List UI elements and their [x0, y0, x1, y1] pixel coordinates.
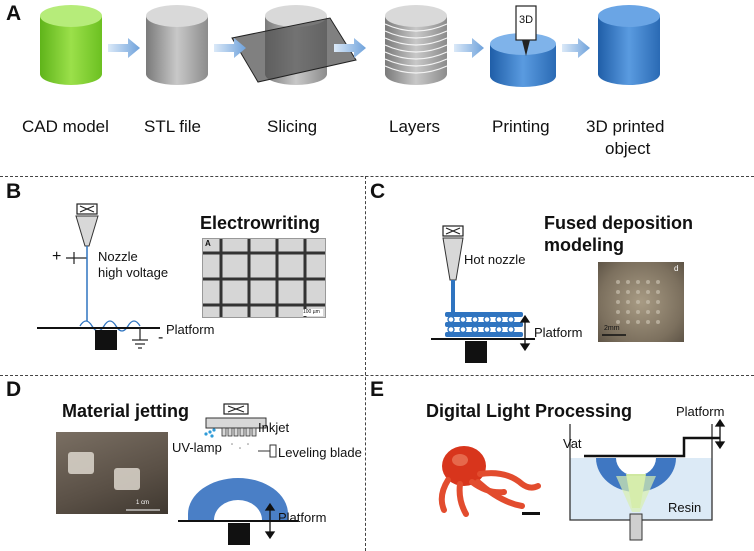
inkjet-head-icon [205, 417, 267, 429]
layers-cylinder [384, 5, 448, 85]
step-label-object: object [605, 139, 651, 158]
minus-sign: - [158, 329, 164, 346]
flow-arrows [108, 38, 590, 58]
panel-e-label: E [370, 378, 385, 401]
panel-a-pipeline [40, 5, 660, 87]
panel-b-label: B [6, 180, 22, 203]
material-jetting-diagram [178, 403, 298, 545]
jetting-photo-scale: 1 cm [136, 500, 150, 506]
panel-c-title-2: modeling [544, 235, 624, 255]
fdm-diagram [431, 225, 535, 363]
step-label-stl: STL file [144, 117, 202, 136]
step-label-layers: Layers [389, 117, 441, 136]
step-label-printing: Printing [492, 117, 550, 136]
uv-lamp-label: UV-lamp [172, 440, 222, 455]
fdm-photo-tag: d [674, 264, 679, 273]
step-label-cad: CAD model [22, 117, 109, 136]
inkjet-holder-icon [223, 403, 249, 415]
hot-nozzle-icon [442, 237, 464, 281]
fdm-scaffold-photo: d 2mm [598, 262, 684, 342]
panel-d-title: Material jetting [62, 401, 190, 421]
electrowriting-diagram [37, 203, 160, 350]
platform-label-d: Platform [278, 510, 327, 525]
panel-d-label: D [6, 378, 22, 401]
panel-a-label: A [6, 2, 22, 25]
slicing-cylinder [231, 5, 357, 85]
cad-model-cylinder [40, 5, 102, 85]
dlp-diagram [569, 418, 726, 541]
nozzle-holder-icon [76, 203, 98, 215]
printed-object-cylinder [598, 5, 660, 85]
octopus-photo [426, 436, 556, 520]
platform-label-c: Platform [534, 325, 583, 340]
hot-nozzle-label: Hot nozzle [464, 252, 526, 267]
panel-c-label: C [370, 180, 386, 203]
divider-middle [0, 375, 754, 376]
step-label-slicing: Slicing [267, 117, 318, 136]
high-voltage-label: high voltage [98, 265, 169, 280]
vat-label: Vat [563, 436, 582, 451]
leveling-blade-label: Leveling blade [278, 445, 362, 460]
printing-cylinder [490, 5, 556, 87]
platform-label-b: Platform [166, 322, 215, 337]
divider-vertical [365, 176, 366, 551]
platform-label-e: Platform [676, 404, 725, 419]
resin-label: Resin [668, 500, 702, 515]
panel-e-title: Digital Light Processing [426, 401, 633, 421]
nozzle-icon [75, 215, 99, 247]
panel-b-title: Electrowriting [200, 213, 321, 233]
micrograph-tag: A [205, 239, 211, 248]
micrograph-scale: 100 µm [303, 309, 320, 315]
panel-c-title-1: Fused deposition [544, 213, 694, 233]
plus-sign: + [52, 248, 62, 265]
fdm-holder-icon [442, 225, 464, 237]
inkjet-label: Inkjet [258, 420, 290, 435]
stl-file-cylinder [146, 5, 208, 85]
nozzle-label: Nozzle [98, 249, 138, 264]
printer-tag: 3D [518, 14, 534, 26]
fdm-photo-scale: 2mm [604, 325, 620, 332]
electrowriting-micrograph: A 100 µm [202, 238, 326, 318]
material-jetting-photo: 1 cm [56, 432, 168, 514]
step-label-printed: 3D printed [586, 117, 665, 136]
divider-top [0, 176, 754, 177]
